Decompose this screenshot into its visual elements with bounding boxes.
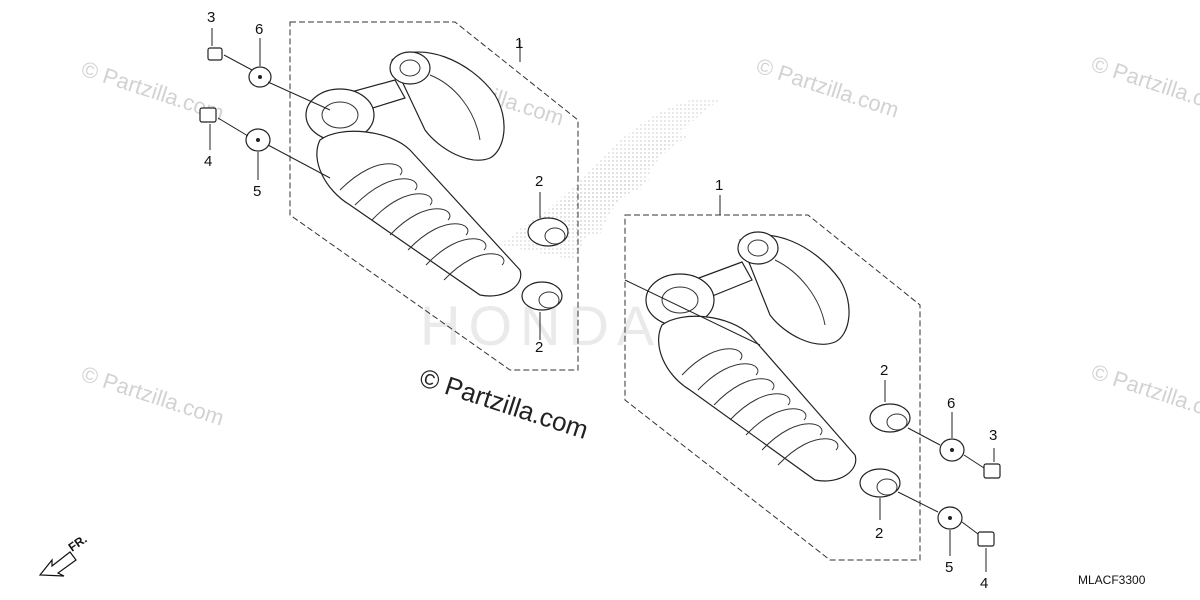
callout-right-bolt-top: 3: [989, 427, 997, 444]
callout-left-bolt-bottom: 4: [204, 153, 212, 170]
callout-right-bolt-bottom: 4: [980, 575, 988, 592]
right-bolt-bottom: [977, 531, 995, 547]
left-bolt-top: [207, 47, 223, 61]
watermark-bottom-left: © Partzilla.com: [78, 361, 227, 431]
watermark-main: © Partzilla.com: [416, 362, 592, 445]
left-bolt-bottom: [199, 107, 217, 123]
right-assembly-outline: [624, 214, 921, 561]
right-washer-top: [939, 438, 965, 462]
right-shock-absorber: [645, 231, 857, 482]
callout-right-shock: 1: [715, 177, 723, 194]
callout-right-washer-bottom: 5: [945, 559, 953, 576]
callout-left-shock: 1: [515, 35, 523, 52]
left-bushing-bottom: [521, 281, 563, 311]
front-direction-arrow: FR.: [38, 532, 90, 577]
left-washer-bottom: [245, 128, 271, 152]
watermark-far-right-bottom: © Partzilla.com: [1088, 359, 1200, 429]
callout-left-bushing-top: 2: [535, 173, 543, 190]
left-assembly-outline: [289, 21, 579, 371]
diagram-code: MLACF3300: [1078, 573, 1146, 587]
right-bushing-bottom: [859, 468, 901, 498]
callout-right-bushing-top: 2: [880, 362, 888, 379]
callout-left-bolt-top: 3: [207, 9, 215, 26]
left-bushing-top: [527, 217, 569, 247]
left-shock-absorber: [305, 51, 522, 297]
callout-left-washer-bottom: 5: [253, 183, 261, 200]
callout-right-bushing-bottom: 2: [875, 525, 883, 542]
front-indicator-label: FR.: [66, 532, 90, 555]
right-bolt-top: [983, 463, 1001, 479]
callout-right-washer-top: 6: [947, 395, 955, 412]
right-bushing-top: [869, 403, 911, 433]
right-washer-bottom: [937, 506, 963, 530]
callout-left-bushing-bottom: 2: [535, 339, 543, 356]
watermark-top-right: © Partzilla.com: [753, 53, 902, 123]
left-washer-top: [248, 66, 272, 88]
callout-left-washer-top: 6: [255, 21, 263, 38]
watermark-far-right-top: © Partzilla.com: [1088, 51, 1200, 121]
